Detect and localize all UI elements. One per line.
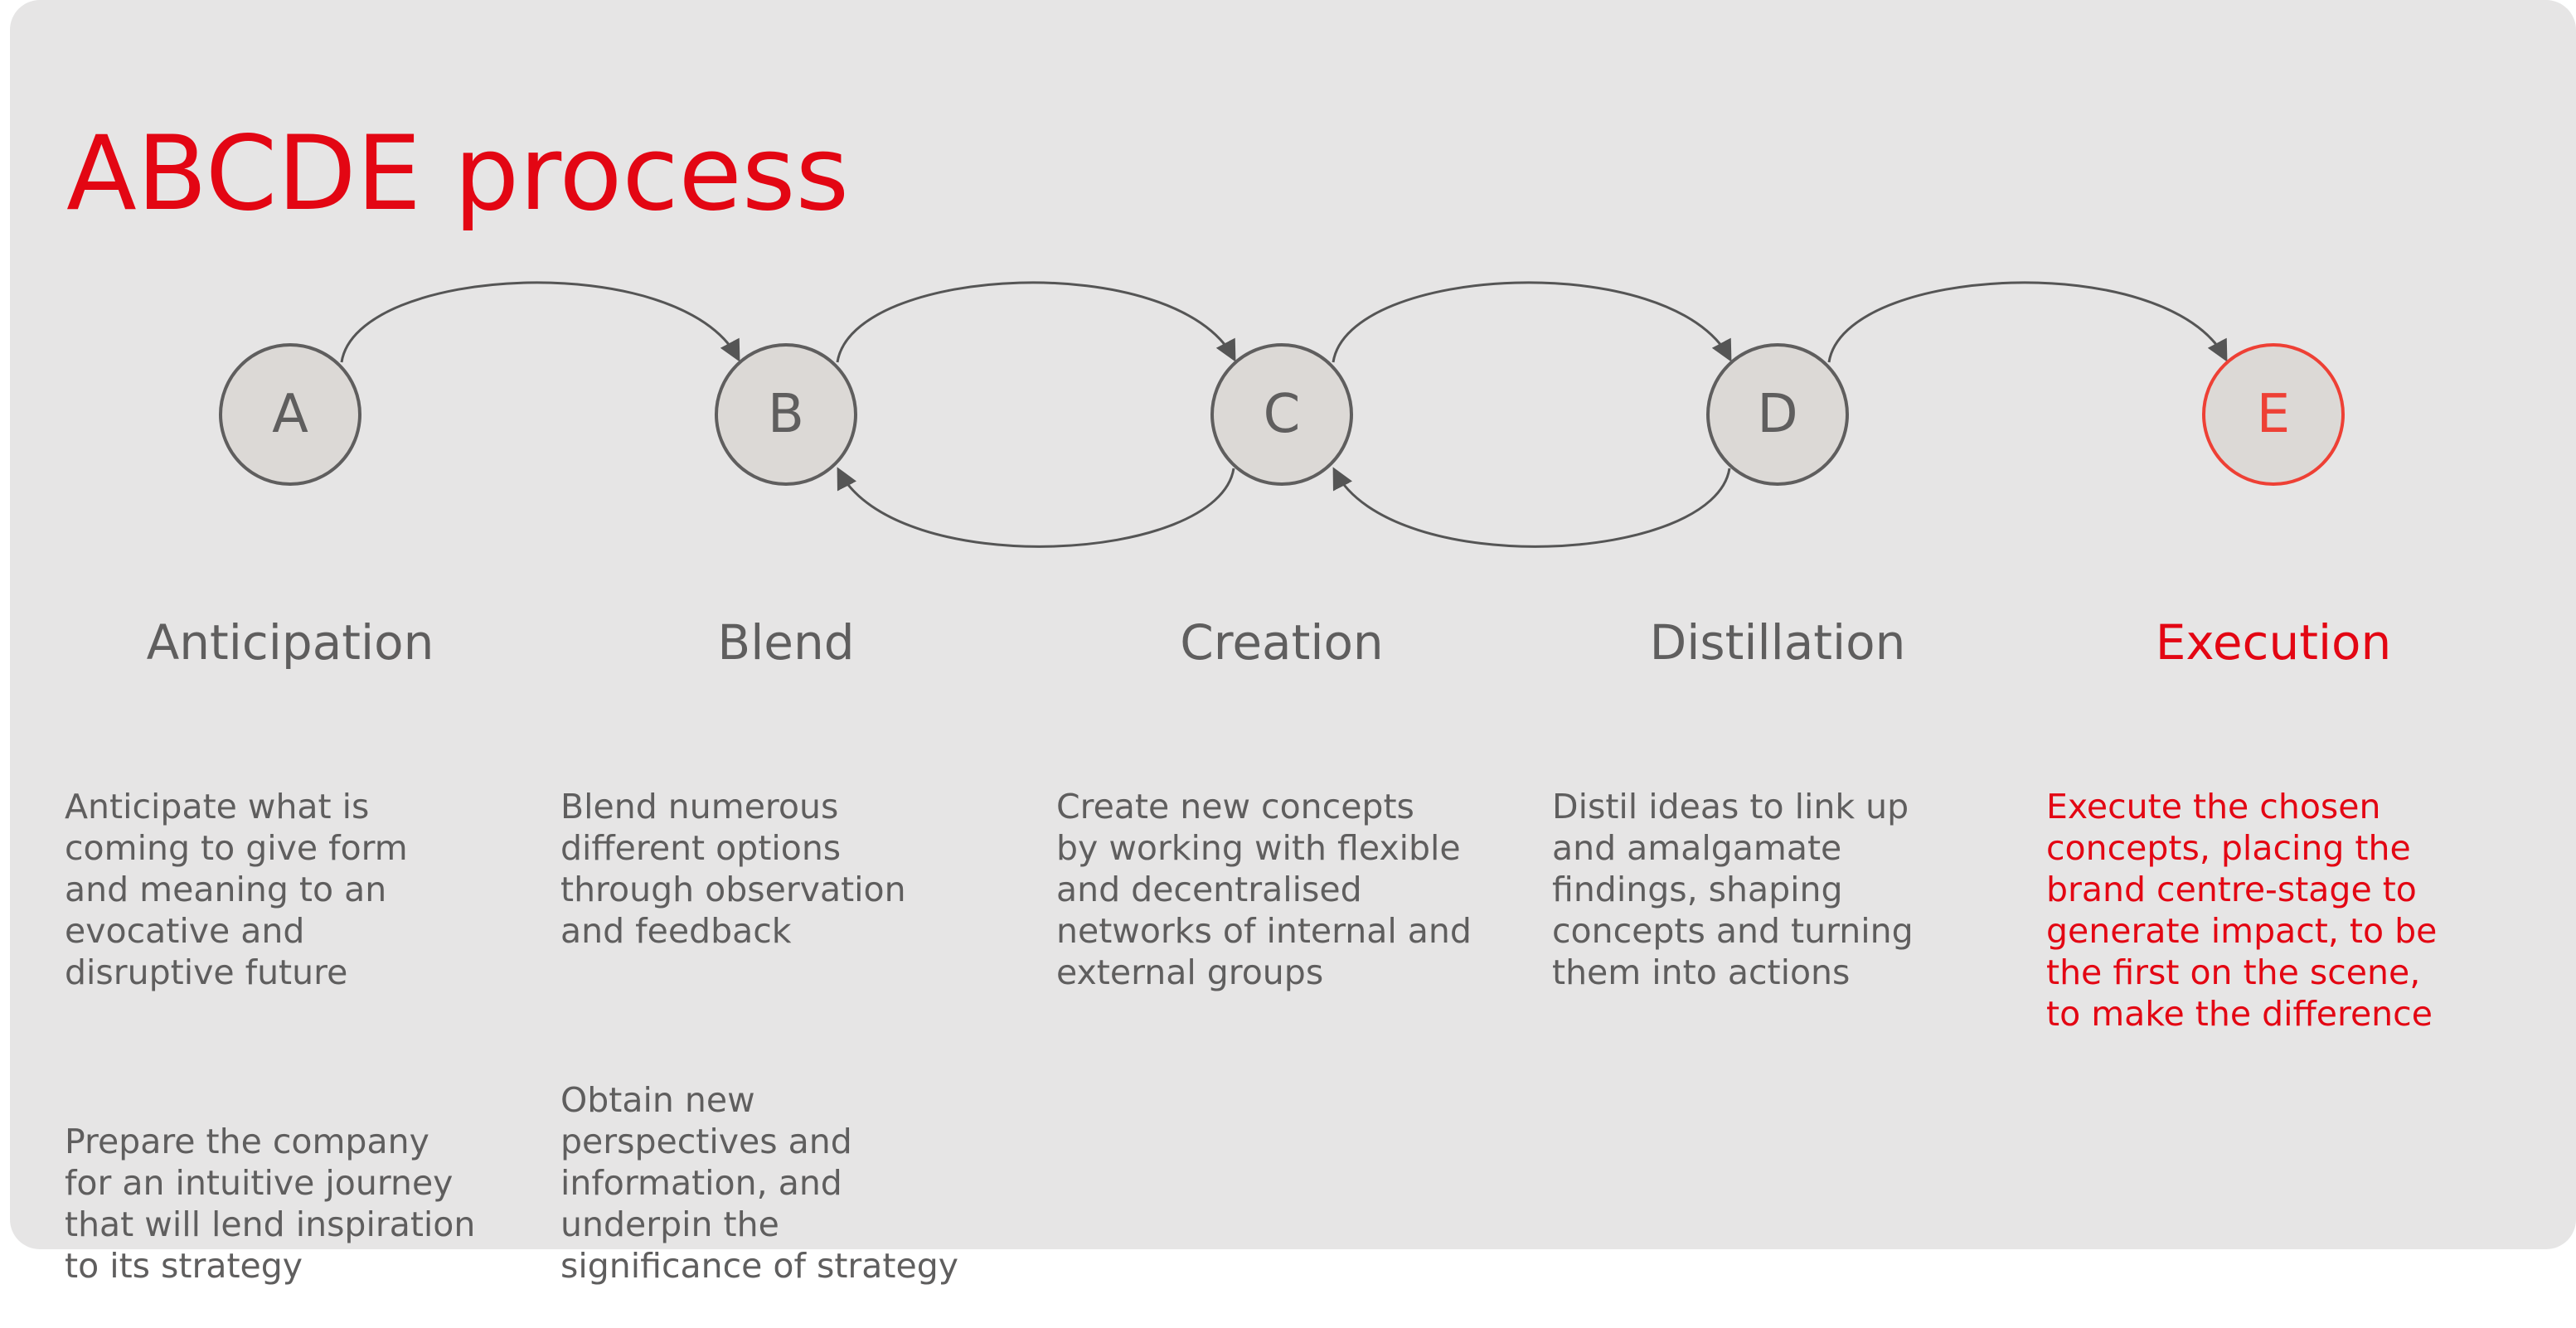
- desc-anticipation-p1: Anticipate what is coming to give form a…: [65, 787, 408, 992]
- heading-blend: Blend: [717, 614, 855, 671]
- node-b-letter: B: [768, 384, 804, 445]
- desc-blend-p2: Obtain new perspectives and information,…: [560, 1080, 958, 1286]
- desc-anticipation-p2: Prepare the company for an intuitive jou…: [65, 1122, 476, 1286]
- heading-execution: Execution: [2155, 614, 2392, 671]
- desc-distillation-p1: Distil ideas to link up and amalgamate f…: [1552, 787, 1914, 992]
- node-c-letter: C: [1264, 384, 1301, 445]
- desc-creation: Create new concepts by working with flex…: [1056, 703, 1504, 1035]
- desc-execution-p1: Execute the chosen concepts, placing the…: [2046, 787, 2438, 1034]
- node-e: E: [2202, 343, 2345, 486]
- desc-execution: Execute the chosen concepts, placing the…: [2046, 703, 2494, 1076]
- desc-distillation: Distil ideas to link up and amalgamate f…: [1552, 703, 2000, 1035]
- heading-creation: Creation: [1180, 614, 1384, 671]
- node-d: D: [1706, 343, 1849, 486]
- process-card: [10, 0, 2576, 1249]
- desc-blend-p1: Blend numerous different options through…: [560, 787, 906, 951]
- node-a-letter: A: [272, 384, 308, 445]
- edge-b-to-c: [836, 281, 1236, 363]
- node-c: C: [1210, 343, 1353, 486]
- heading-anticipation: Anticipation: [146, 614, 434, 671]
- desc-blend: Blend numerous different options through…: [560, 703, 1008, 1328]
- edge-c-to-b: [837, 467, 1235, 548]
- desc-creation-p1: Create new concepts by working with flex…: [1056, 787, 1472, 992]
- edge-c-to-d: [1332, 281, 1732, 363]
- process-flow-diagram: A B C D E: [219, 281, 2345, 548]
- node-e-letter: E: [2257, 384, 2290, 445]
- desc-anticipation: Anticipate what is coming to give form a…: [65, 703, 512, 1328]
- node-b: B: [715, 343, 857, 486]
- edge-d-to-c: [1332, 467, 1731, 548]
- edge-d-to-e: [1827, 281, 2228, 363]
- heading-distillation: Distillation: [1649, 614, 1906, 671]
- node-a: A: [219, 343, 361, 486]
- page-title: ABCDE process: [66, 114, 850, 234]
- node-d-letter: D: [1757, 384, 1797, 445]
- edge-a-to-b: [340, 281, 740, 363]
